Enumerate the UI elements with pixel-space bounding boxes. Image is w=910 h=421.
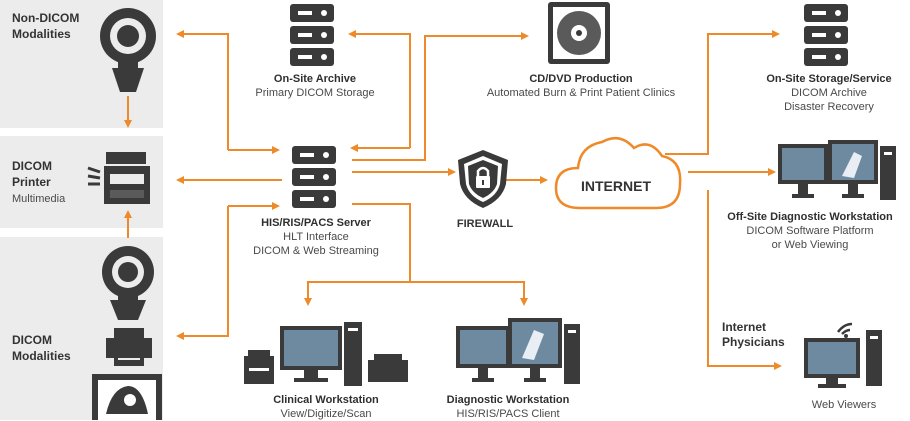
cd-sub: Automated Burn & Print Patient Clinics <box>486 87 676 99</box>
printer-icon <box>87 152 150 204</box>
cd-dvd-icon <box>548 2 610 64</box>
internet-label: INTERNET <box>581 178 651 194</box>
arrow-pacs-to-dicom-mod <box>176 206 229 340</box>
clinical-title: Clinical Workstation <box>273 394 379 406</box>
ct-scanner-icon <box>100 8 156 92</box>
physicians-title: Internet Physicians <box>722 320 785 349</box>
non-dicom-title: Non-DICOM Modalities <box>12 11 80 41</box>
diagnostic-sub: HIS/RIS/PACS Client <box>456 408 560 420</box>
offsite-title: Off-Site Diagnostic Workstation <box>727 211 893 223</box>
internet-cloud-icon <box>554 136 682 210</box>
diagnostic-workstation-icon <box>456 318 580 384</box>
archive-sub: Primary DICOM Storage <box>255 87 375 99</box>
web-viewer-workstation-icon <box>804 322 882 388</box>
printer-sub: Multimedia <box>12 193 66 205</box>
printer-title: DICOM Printer <box>12 159 52 189</box>
cd-label: CD/DVD Production Automated Burn & Print… <box>487 72 675 100</box>
offsite-label: Off-Site Diagnostic Workstation DICOM So… <box>727 210 892 252</box>
arrow-pacs-to-archive <box>348 30 411 148</box>
firewall-shield-icon <box>458 150 508 208</box>
cd-title: CD/DVD Production <box>529 73 633 85</box>
pacs-sub2: DICOM & Web Streaming <box>253 245 379 257</box>
offsite-sub2: or Web Viewing <box>771 239 849 251</box>
clinical-label: Clinical Workstation View/Digitize/Scan <box>273 393 379 421</box>
pacs-sub1: HLT Interface <box>283 231 349 243</box>
arrow-pacs-to-diagnostic <box>410 281 528 306</box>
arrow-internet-to-storage <box>665 30 780 155</box>
storage-sub1: DICOM Archive <box>791 87 867 99</box>
diagnostic-label: Diagnostic Workstation HIS/RIS/PACS Clie… <box>447 393 570 421</box>
storage-sub2: Disaster Recovery <box>784 101 874 113</box>
offsite-workstation-icon <box>778 140 896 200</box>
firewall-label: FIREWALL <box>456 218 514 230</box>
archive-label: On-Site Archive Primary DICOM Storage <box>255 72 374 100</box>
dicom-modalities-title: DICOM Modalities <box>12 333 71 363</box>
archive-server-icon <box>290 4 334 66</box>
mri-icon <box>102 246 154 320</box>
film-printer-icon <box>106 328 152 366</box>
clinical-sub: View/Digitize/Scan <box>280 408 372 420</box>
clinical-workstation-icon <box>244 322 408 386</box>
arrow-pacs-to-cd <box>352 32 529 161</box>
offsite-sub1: DICOM Software Platform <box>746 225 874 237</box>
ultrasound-icon <box>92 374 162 420</box>
storage-title: On-Site Storage/Service <box>766 73 892 85</box>
archive-title: On-Site Archive <box>273 73 357 85</box>
pacs-title: HIS/RIS/PACS Server <box>261 217 371 229</box>
physicians-sub: Web Viewers <box>811 399 877 411</box>
pacs-server-icon <box>292 146 336 208</box>
arrow-pacs-to-nondicom <box>176 30 229 150</box>
storage-label: On-Site Storage/Service DICOM Archive Di… <box>766 72 891 114</box>
pacs-label: HIS/RIS/PACS Server HLT Interface DICOM … <box>253 216 379 258</box>
diagnostic-title: Diagnostic Workstation <box>446 394 570 406</box>
storage-server-icon <box>804 4 848 66</box>
arrow-internet-to-physicians <box>707 190 782 370</box>
